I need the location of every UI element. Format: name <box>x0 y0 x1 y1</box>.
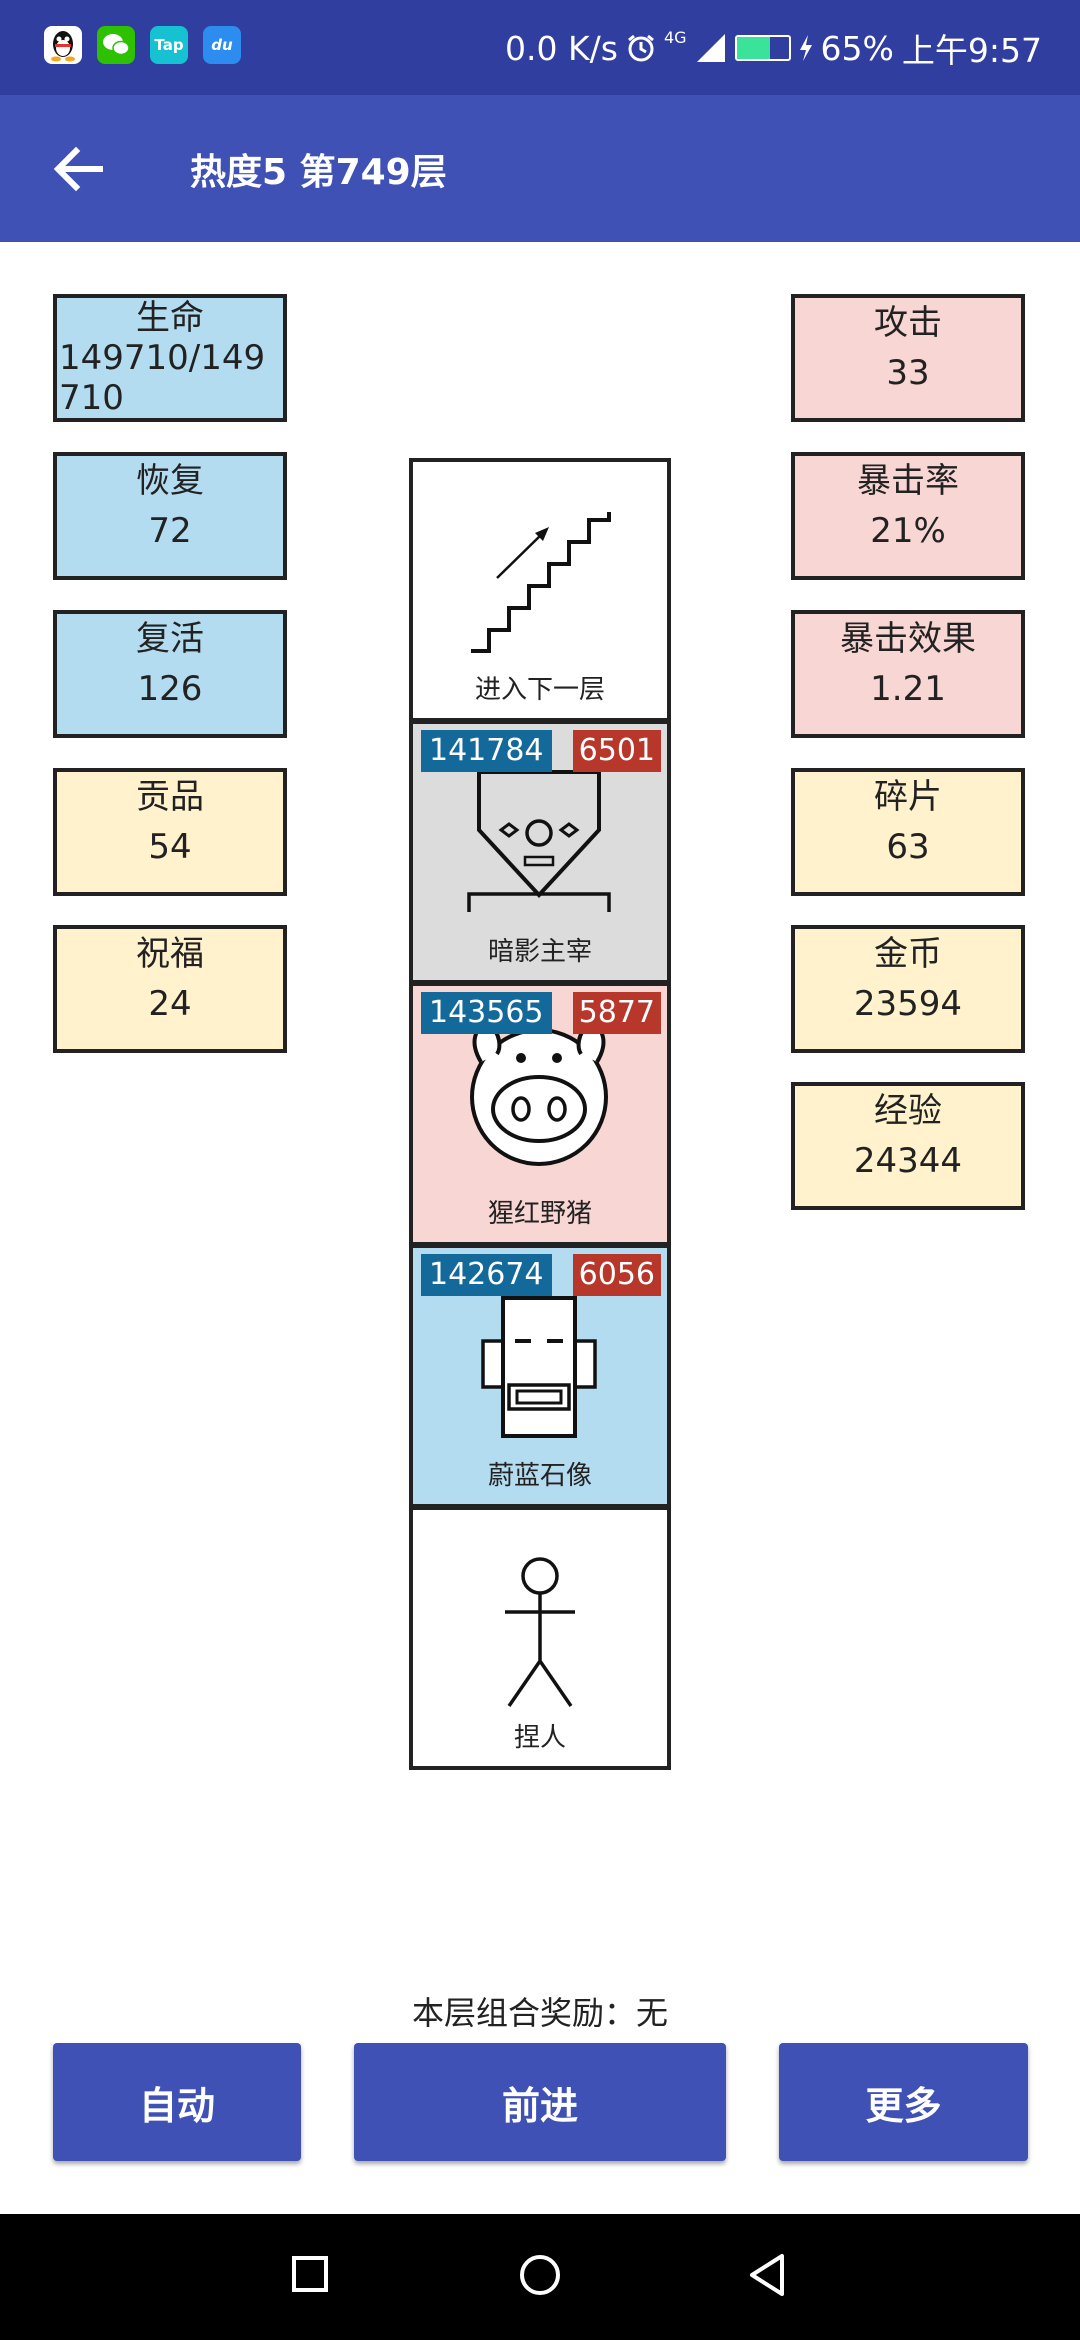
tower-cell-stairs[interactable]: 进入下一层 <box>409 458 671 722</box>
monster-hp-badge: 142674 <box>421 1254 552 1296</box>
home-icon[interactable] <box>518 2253 562 2297</box>
cell-name: 蔚蓝石像 <box>487 1461 592 1491</box>
network-type: 4G <box>663 28 687 47</box>
arrow-left-icon <box>53 146 103 192</box>
stat-blessing: 祝福 24 <box>53 925 287 1053</box>
stat-exp: 经验 24344 <box>791 1082 1025 1210</box>
forward-button[interactable]: 前进 <box>354 2043 726 2161</box>
cell-name: 暗影主宰 <box>487 937 592 967</box>
recents-icon[interactable] <box>290 2254 332 2296</box>
stat-tribute: 贡品 54 <box>53 768 287 896</box>
stat-label: 攻击 <box>874 303 942 343</box>
auto-button[interactable]: 自动 <box>53 2043 301 2161</box>
stat-label: 复活 <box>136 619 204 659</box>
stat-label: 金币 <box>874 934 942 974</box>
stone-statue-icon <box>481 1296 597 1438</box>
stat-label: 经验 <box>874 1091 942 1131</box>
monster-attack-badge: 6056 <box>572 1254 661 1296</box>
charging-icon <box>799 35 812 61</box>
more-button[interactable]: 更多 <box>779 2043 1028 2161</box>
tower-cell-monster[interactable]: 142674 6056 蔚蓝石像 <box>409 1244 671 1508</box>
stat-attack: 攻击 33 <box>791 294 1025 422</box>
net-speed: 0.0 K/s <box>505 28 618 68</box>
battery-percent: 65% <box>820 28 894 68</box>
signal-icon <box>696 34 725 62</box>
stick-figure-icon <box>505 1557 575 1707</box>
battery-icon <box>734 35 791 61</box>
tower-cell-monster[interactable]: 141784 6501 暗影主宰 <box>409 720 671 984</box>
navigation-bar <box>0 2214 1080 2340</box>
stat-label: 贡品 <box>136 777 204 817</box>
stat-label: 生命 <box>136 298 204 338</box>
stat-value: 63 <box>886 827 930 867</box>
qq-icon <box>44 26 82 64</box>
status-bar: Tap du 0.0 K/s 4G 65% 上午9:57 <box>0 0 1080 95</box>
status-right: 0.0 K/s 4G 65% 上午9:57 <box>505 24 1042 72</box>
stat-regen: 恢复 72 <box>53 452 287 580</box>
stat-label: 暴击效果 <box>840 619 976 659</box>
stat-value: 126 <box>137 669 203 709</box>
stat-label: 恢复 <box>136 461 204 501</box>
tower-cell-player[interactable]: 捏人 <box>409 1506 671 1770</box>
stat-value: 21% <box>870 511 946 551</box>
cell-name: 进入下一层 <box>474 675 605 705</box>
cell-name: 猩红野猪 <box>487 1199 592 1229</box>
stat-value: 24344 <box>853 1141 963 1181</box>
stat-gold: 金币 23594 <box>791 925 1025 1053</box>
stat-hp: 生命 149710/149710 <box>53 294 287 422</box>
stat-value: 149710/149710 <box>59 338 266 418</box>
stat-revive: 复活 126 <box>53 610 287 738</box>
stat-crit-rate: 暴击率 21% <box>791 452 1025 580</box>
combo-reward-text: 本层组合奖励：无 <box>411 1994 668 2032</box>
shadow-lord-icon <box>467 770 611 912</box>
taptap-icon: Tap <box>150 26 188 64</box>
back-button[interactable] <box>40 129 120 209</box>
stat-label: 碎片 <box>874 777 942 817</box>
clock: 上午9:57 <box>901 31 1042 70</box>
du-icon: du <box>203 26 241 64</box>
stat-value: 33 <box>886 353 930 393</box>
page-title: 热度5 第749层 <box>190 152 447 193</box>
tower-cell-monster[interactable]: 143565 5877 猩红野猪 <box>409 982 671 1246</box>
cell-name: 捏人 <box>513 1723 566 1753</box>
stat-value: 54 <box>148 827 192 867</box>
monster-hp-badge: 141784 <box>421 730 552 772</box>
stat-crit-damage: 暴击效果 1.21 <box>791 610 1025 738</box>
stat-shards: 碎片 63 <box>791 768 1025 896</box>
back-nav-icon[interactable] <box>748 2252 788 2298</box>
monster-hp-badge: 143565 <box>421 992 552 1034</box>
stat-label: 祝福 <box>136 934 204 974</box>
stat-label: 暴击率 <box>857 461 959 501</box>
stat-value: 72 <box>148 511 192 551</box>
stat-value: 23594 <box>853 984 963 1024</box>
wechat-icon <box>97 26 135 64</box>
stat-value: 24 <box>148 984 192 1024</box>
stairs-icon <box>471 512 611 653</box>
alarm-icon <box>628 34 654 62</box>
stat-value: 1.21 <box>870 669 946 709</box>
monster-attack-badge: 5877 <box>572 992 661 1034</box>
app-bar: 热度5 第749层 <box>0 95 1080 242</box>
monster-attack-badge: 6501 <box>572 730 661 772</box>
